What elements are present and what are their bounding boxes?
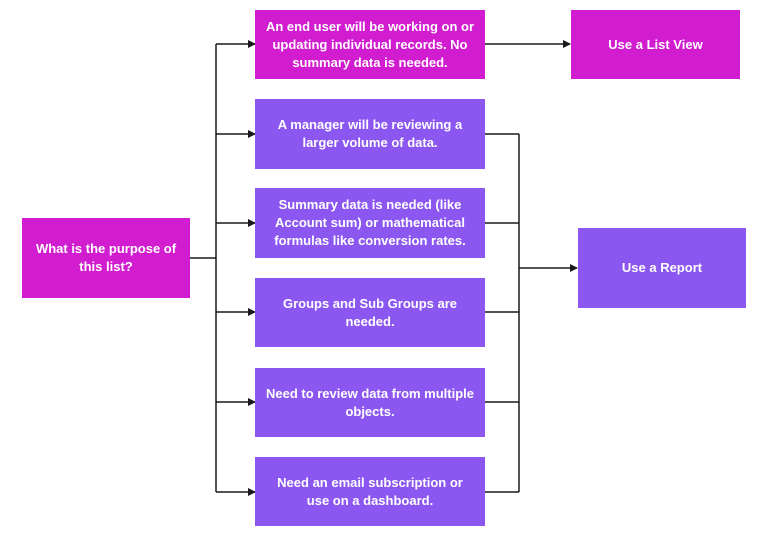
condition-text-groups: Groups and Sub Groups are needed. — [282, 295, 458, 329]
condition-box-groups: Groups and Sub Groups are needed. — [255, 278, 485, 347]
outcome-text-list-view: Use a List View — [608, 36, 703, 52]
condition-box-summary-data: Summary data is needed (like Account sum… — [255, 188, 485, 258]
condition-text-summary-data: Summary data is needed (like Account sum… — [274, 197, 466, 248]
outcome-box-list-view: Use a List View — [571, 10, 740, 79]
condition-box-individual-records: An end user will be working on or updati… — [255, 10, 485, 79]
condition-text-individual-records: An end user will be working on or updati… — [265, 18, 475, 70]
question-text: What is the purpose of this list? — [35, 241, 177, 274]
outcome-text-report: Use a Report — [621, 260, 703, 275]
condition-box-manager-review: A manager will be reviewing a larger vol… — [255, 99, 485, 169]
condition-text-manager-review: A manager will be reviewing a larger vol… — [277, 117, 463, 150]
condition-text-multiple-objects: Need to review data from multiple object… — [265, 385, 475, 419]
condition-text-email-dashboard: Need an email subscription or use on a d… — [277, 474, 463, 508]
outcome-box-report: Use a Report — [578, 228, 746, 308]
condition-box-multiple-objects: Need to review data from multiple object… — [255, 368, 485, 437]
question-box: What is the purpose of this list? — [22, 218, 190, 298]
condition-box-email-dashboard: Need an email subscription or use on a d… — [255, 457, 485, 526]
